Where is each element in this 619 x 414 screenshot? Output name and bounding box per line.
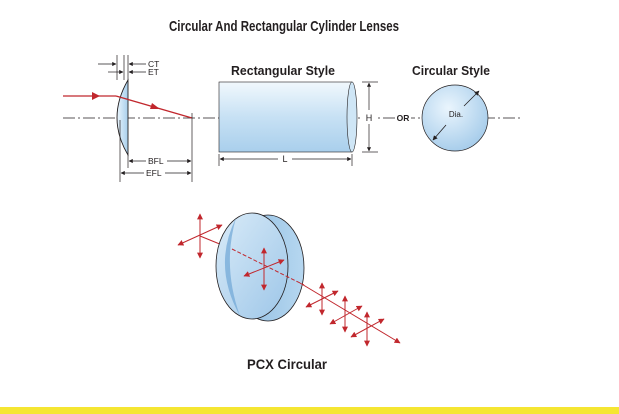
et-label: ET [148,67,159,77]
height-label: H [366,113,373,123]
pcx-circular-label: PCX Circular [247,356,328,372]
refracted-ray-arrow [150,103,160,109]
rectangular-style-label: Rectangular Style [231,63,335,78]
diagram-title: Circular And Rectangular Cylinder Lenses [169,18,399,35]
pcx-internal-ray [231,248,305,286]
pcx-lens-crescent [224,218,240,316]
ct-label: CT [148,59,159,69]
output-polarization-cross-2 [329,295,363,333]
length-label: L [282,154,287,164]
pcx-circular-lens [177,212,401,347]
pcx-center-cross [243,247,285,291]
or-label-bg [395,112,411,123]
circular-lens-face [421,84,489,152]
dia-arrow-down [432,124,447,141]
efl-label: EFL [146,168,162,178]
lens-cross-section: CT ET BFL EFL [63,55,193,182]
rectangular-lens-end [346,81,358,153]
rectangular-style-lens: Rectangular Style H L [218,63,378,166]
diameter-label: Dia. [449,110,463,119]
h-label-bg [363,111,375,123]
incoming-ray-arrow [92,92,100,100]
circular-style-lens: Circular Style Dia. [412,63,490,152]
dia-arrow-up [463,90,480,107]
output-polarization-cross-3 [350,311,385,347]
plano-convex-lens [116,78,129,157]
or-label: OR [397,113,410,123]
rectangular-lens-body [218,81,353,153]
output-polarization-cross-1 [305,282,339,316]
circular-style-label: Circular Style [412,63,490,78]
bfl-label: BFL [148,156,164,166]
footer-accent-bar [0,407,619,414]
